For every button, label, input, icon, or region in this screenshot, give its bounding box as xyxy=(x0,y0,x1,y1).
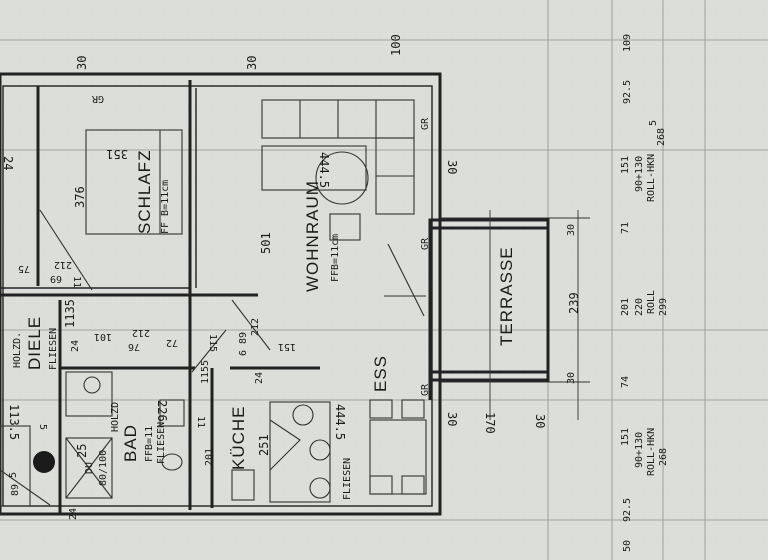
dim-left-69: 69 xyxy=(50,273,62,284)
dim-bad-11: 11 xyxy=(195,416,206,428)
dim-bad-5a: 5 xyxy=(37,424,48,430)
gr-label-3: GR xyxy=(420,383,431,396)
coffee-table xyxy=(261,145,369,205)
dim-win-mid-201: 201 xyxy=(620,298,631,316)
dim-top-30-left: 30 xyxy=(75,56,89,70)
dim-win-upper-109: 109 xyxy=(622,34,633,52)
room-level-wohnraum: FFB=11cm xyxy=(330,234,341,282)
walls xyxy=(0,72,442,516)
dim-wall-30-terrace: 30 xyxy=(533,414,547,428)
dim-win-lower-151: 151 xyxy=(620,428,631,446)
dim-win-mid-220: 220 xyxy=(634,298,645,316)
room-level-schlaf: FF B=11cm xyxy=(160,180,171,234)
floor-kueche: FLIESEN xyxy=(342,458,353,500)
dim-diele-101: 101 xyxy=(94,331,112,342)
dim-bad-24: 24 xyxy=(68,508,79,520)
dim-left-212: 212 xyxy=(54,259,72,270)
label-dusche-size: 80/100 xyxy=(98,450,109,486)
dim-win-upper-90130: 90+130 xyxy=(634,156,645,192)
dim-terrace-30-top: 30 xyxy=(566,224,577,236)
dim-left-1135: 1135 xyxy=(63,299,77,328)
dim-diele-115: 115 xyxy=(207,334,218,352)
dim-left-11: 11 xyxy=(71,276,82,288)
dining-table xyxy=(369,399,427,495)
dim-win-mid-71: 71 xyxy=(620,222,631,234)
dim-ess-444: 444.5 xyxy=(333,404,347,440)
dim-diele-89: 89 xyxy=(238,332,249,344)
dim-schlaf-351: 351 xyxy=(106,147,128,161)
dim-diele-212: 212 xyxy=(132,327,150,338)
room-label-bad: BAD xyxy=(121,424,140,462)
room-label-diele: DIELE xyxy=(25,316,44,370)
sofa xyxy=(261,99,415,215)
dim-diele-76: 76 xyxy=(128,341,140,352)
dim-bad-5b: 5 xyxy=(8,472,19,478)
dim-left-24: 24 xyxy=(1,156,15,170)
room-label-terrasse: TERRASSE xyxy=(497,246,516,346)
room-label-schlaf: SCHLAFZ xyxy=(135,150,154,234)
dim-win-upper-925: 92.5 xyxy=(622,80,633,104)
dim-win-upper-151: 151 xyxy=(620,156,631,174)
floor-bad-bottom: FLIESEN xyxy=(156,422,167,464)
room-label-kueche: KÜCHE xyxy=(229,405,248,470)
floor-bad-top: HOLZD xyxy=(110,402,121,432)
dim-diele-151: 151 xyxy=(278,341,296,352)
dim-win-mid-299: 299 xyxy=(658,298,669,316)
dim-win-upper-rollhkn: ROLL-HKN xyxy=(646,154,657,202)
dim-win-lower-rollhkn: ROLL-HKN xyxy=(646,428,657,476)
dim-bad-25: 25 xyxy=(75,444,89,458)
dim-win-lower-50: 50 xyxy=(622,540,633,552)
dim-top-30-mid: 30 xyxy=(245,56,259,70)
dim-kueche-201: 201 xyxy=(204,448,215,466)
room-label-wohnraum: WOHNRAUM xyxy=(303,180,322,292)
label-dusche: DU xyxy=(84,462,95,474)
dim-wohnraum-501: 501 xyxy=(259,232,273,254)
dim-win-upper-5: 5 xyxy=(648,120,659,126)
room-label-ess: ESS xyxy=(371,355,390,392)
armchair xyxy=(329,213,361,241)
dim-wall-30-upper: 30 xyxy=(445,160,459,174)
dim-bad-226: 226 xyxy=(155,400,169,422)
pipe-marker xyxy=(33,451,55,473)
dim-win-lower-268: 268 xyxy=(658,448,669,466)
dim-wall-170: 170 xyxy=(483,412,497,434)
level-bad: FFB=11 xyxy=(144,426,155,462)
bed xyxy=(85,129,183,235)
dim-top-100: 100 xyxy=(389,34,403,56)
dim-diele-24b: 24 xyxy=(254,372,265,384)
dim-diele-1155: 1155 xyxy=(200,360,211,384)
dim-wall-30-lower: 30 xyxy=(445,412,459,426)
floor-diele-bottom: FLIESEN xyxy=(48,328,59,370)
dim-win-lower-90130: 90+130 xyxy=(634,432,645,468)
dim-terrace-30-bottom: 30 xyxy=(566,372,577,384)
dim-kueche-251: 251 xyxy=(257,434,271,456)
gr-label-1: GR xyxy=(420,117,431,130)
gr-label-4: GR xyxy=(91,93,104,104)
door-swing xyxy=(387,243,425,317)
dim-diele-212b: 212 xyxy=(250,318,261,336)
dim-schlaf-376: 376 xyxy=(73,186,87,208)
dim-bad-113: 113.5 xyxy=(7,404,21,440)
dim-bad-89: 89 xyxy=(10,484,21,496)
dim-diele-72: 72 xyxy=(166,337,178,348)
dim-win-mid-74: 74 xyxy=(620,376,631,388)
bathroom-fixtures xyxy=(65,371,185,499)
dim-win-lower-925: 92.5 xyxy=(622,498,633,522)
hall-lines xyxy=(0,209,271,507)
dim-terrace-239: 239 xyxy=(567,292,581,314)
floor-diele-top: HOLZD. xyxy=(12,332,23,368)
dim-diele-6: 6 xyxy=(238,350,249,356)
terrace xyxy=(428,210,590,420)
dim-diele-24: 24 xyxy=(70,340,81,352)
kitchen-counter xyxy=(231,401,331,503)
dim-win-mid-roll: ROLL xyxy=(646,290,657,314)
dim-wohnraum-444: 444.5 xyxy=(317,152,331,188)
dim-win-upper-268: 268 xyxy=(656,128,667,146)
dim-left-75: 75 xyxy=(18,263,30,274)
gr-label-2: GR xyxy=(420,237,431,250)
